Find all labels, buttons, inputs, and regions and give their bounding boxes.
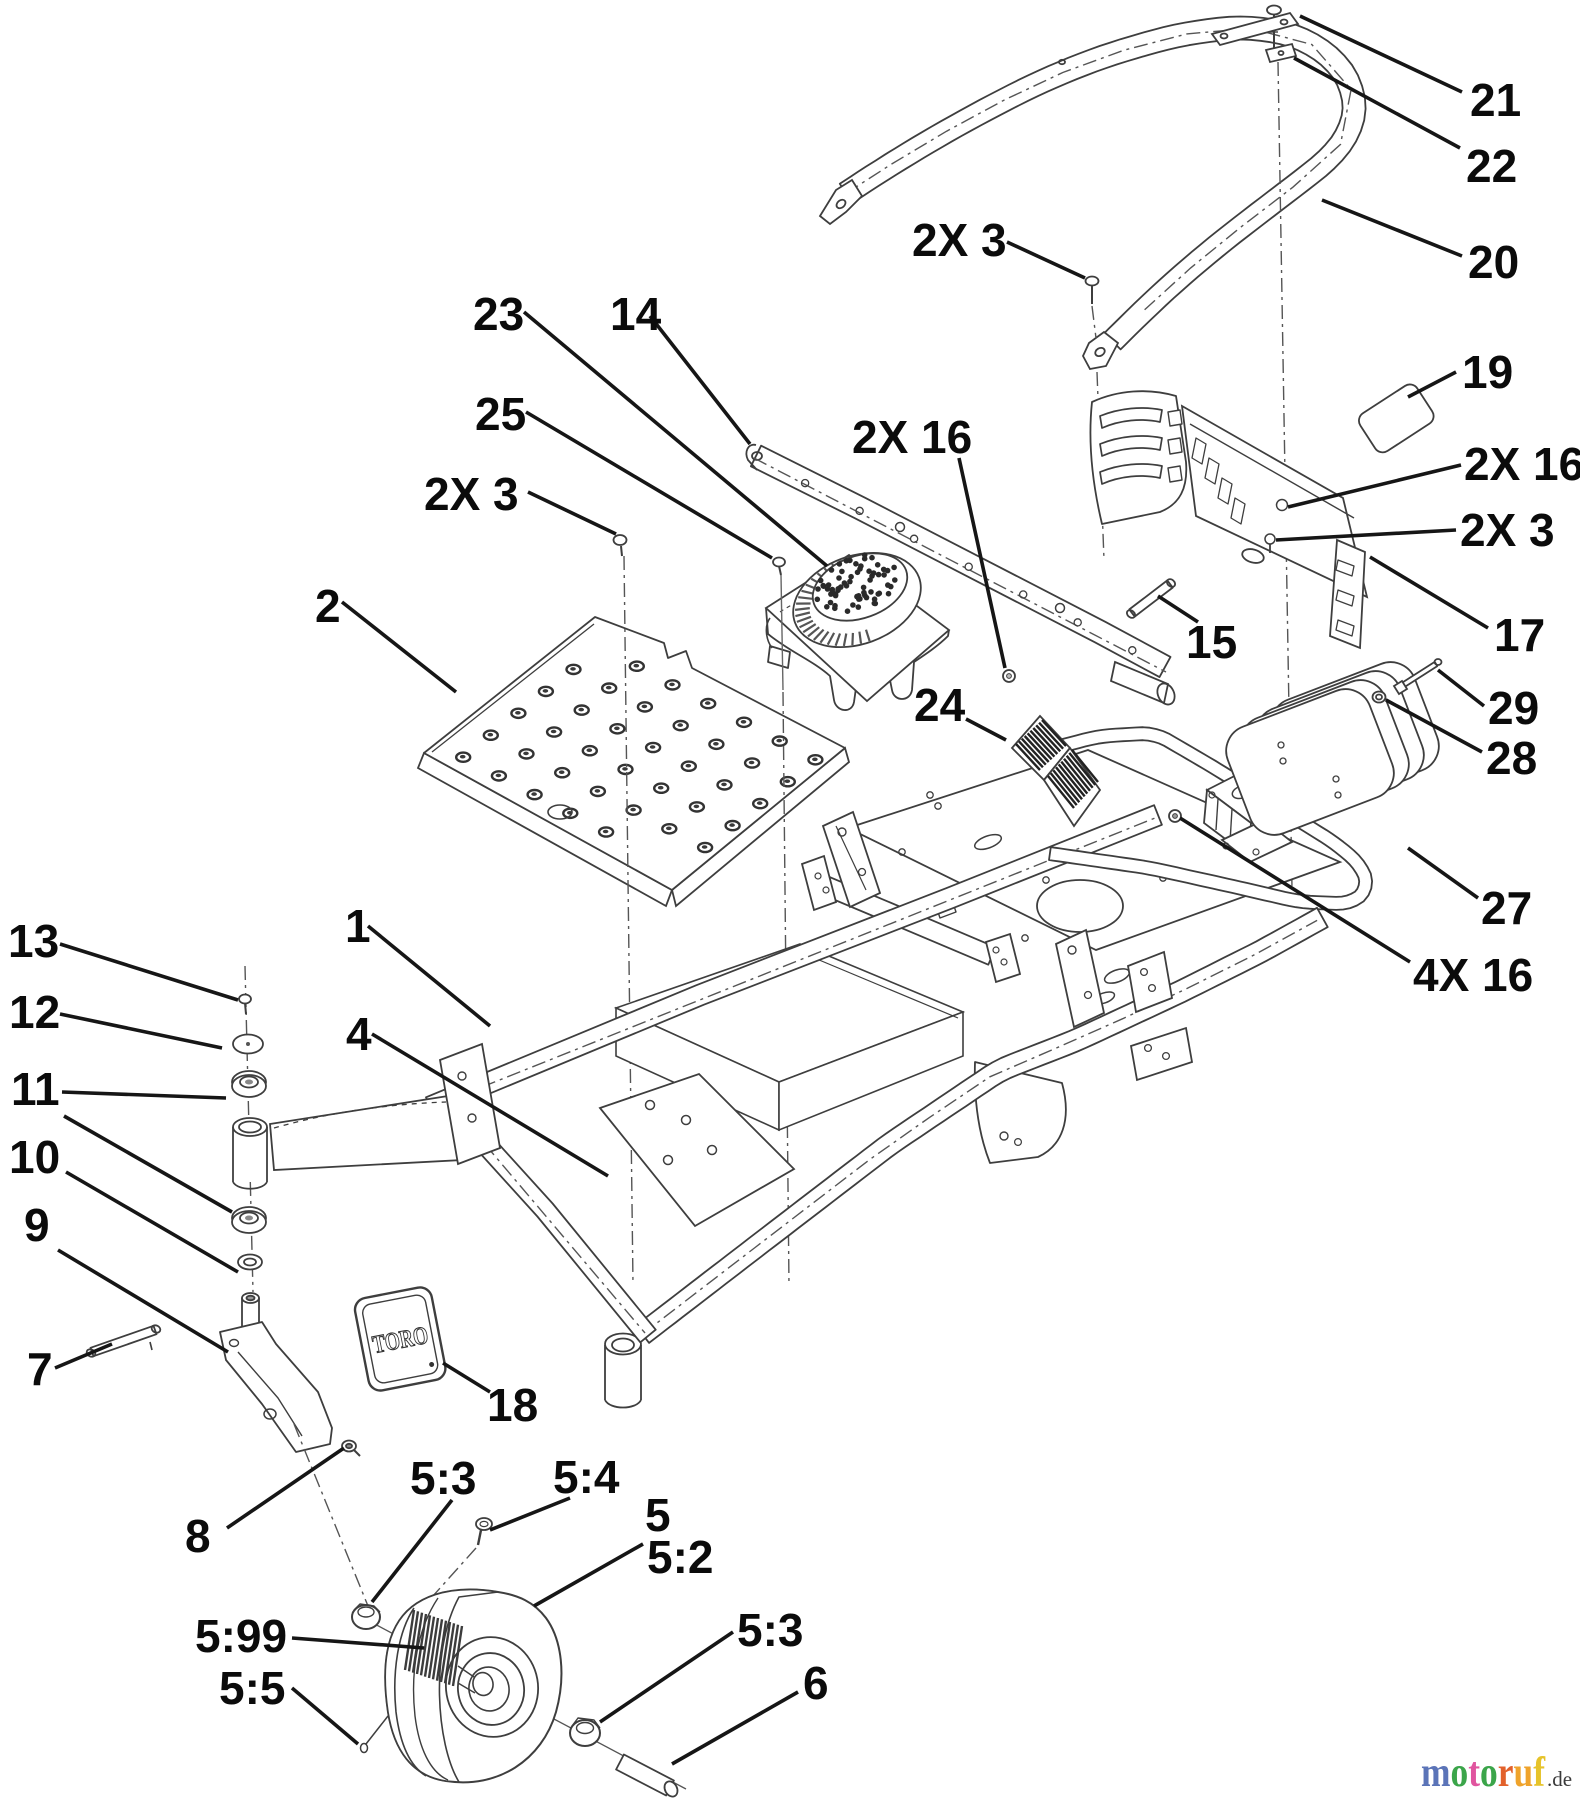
svg-text:5:4: 5:4 [553, 1451, 620, 1503]
svg-text:2X 3: 2X 3 [1460, 504, 1555, 556]
svg-text:6: 6 [803, 1657, 829, 1709]
svg-text:5:3: 5:3 [737, 1604, 803, 1656]
svg-text:1: 1 [345, 900, 371, 952]
svg-text:2: 2 [315, 580, 341, 632]
svg-text:19: 19 [1462, 346, 1513, 398]
svg-text:22: 22 [1466, 140, 1517, 192]
svg-text:5:3: 5:3 [410, 1452, 476, 1504]
svg-text:5:99: 5:99 [195, 1610, 287, 1662]
svg-text:8: 8 [185, 1510, 211, 1562]
svg-text:17: 17 [1494, 609, 1545, 661]
svg-text:2X 3: 2X 3 [912, 214, 1007, 266]
svg-text:20: 20 [1468, 236, 1519, 288]
svg-text:12: 12 [9, 986, 60, 1038]
svg-text:9: 9 [24, 1199, 50, 1251]
svg-text:motoruf: motoruf [1421, 1750, 1546, 1796]
svg-text:4: 4 [346, 1008, 372, 1060]
svg-text:27: 27 [1481, 882, 1532, 934]
svg-text:5:5: 5:5 [219, 1662, 285, 1714]
svg-text:5:2: 5:2 [647, 1531, 713, 1583]
svg-text:29: 29 [1488, 682, 1539, 734]
svg-text:25: 25 [475, 388, 526, 440]
svg-text:15: 15 [1186, 616, 1237, 668]
svg-text:7: 7 [27, 1343, 53, 1395]
svg-text:24: 24 [914, 679, 966, 731]
svg-text:28: 28 [1486, 732, 1537, 784]
svg-text:11: 11 [11, 1063, 60, 1115]
svg-text:10: 10 [9, 1131, 60, 1183]
svg-text:14: 14 [610, 288, 662, 340]
svg-text:4X 16: 4X 16 [1413, 949, 1533, 1001]
svg-text:2X 16: 2X 16 [1464, 438, 1580, 490]
svg-text:21: 21 [1470, 74, 1521, 126]
svg-text:2X 16: 2X 16 [852, 411, 972, 463]
svg-text:.de: .de [1547, 1767, 1572, 1791]
svg-text:18: 18 [487, 1379, 538, 1431]
svg-text:2X 3: 2X 3 [424, 468, 519, 520]
svg-text:13: 13 [8, 915, 59, 967]
svg-text:23: 23 [473, 288, 524, 340]
